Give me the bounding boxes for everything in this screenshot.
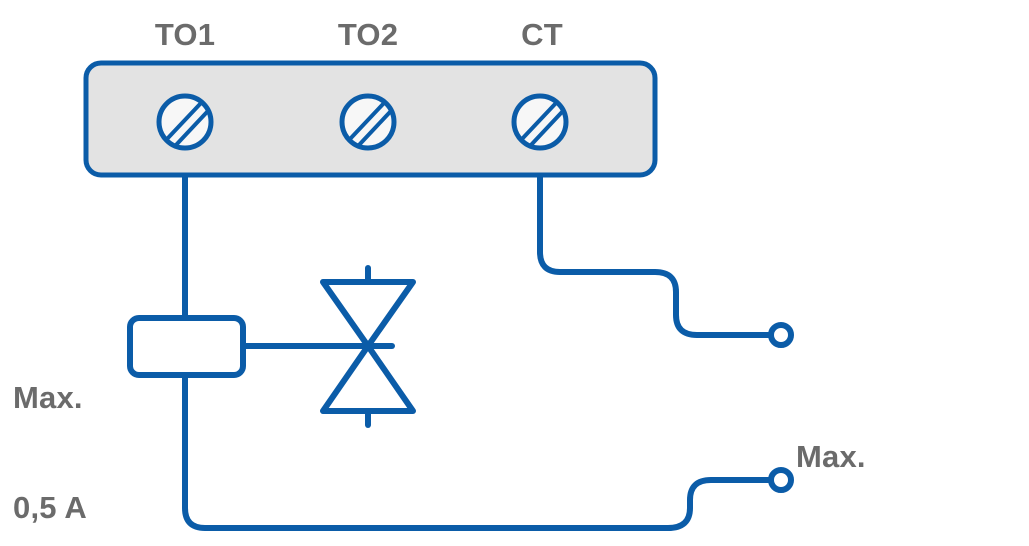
fuse-rating-line2: 0,5 A: [13, 489, 87, 525]
screw-terminal-ct[interactable]: [511, 93, 569, 151]
fuse-rating-label: Max. 0,5 A: [13, 307, 87, 546]
fuse-rating-line1: Max.: [13, 380, 83, 416]
screw-terminal-to2-slot: [348, 101, 392, 147]
terminal-label-to1: TO1: [154, 17, 216, 52]
supply-terminal-live[interactable]: [768, 322, 794, 348]
screw-terminal-to2[interactable]: [339, 93, 397, 151]
valve-actuator-symbol: [320, 265, 416, 428]
supply-rating-label: Max. ~ 230 V AC: [796, 366, 958, 546]
fuse-body: [127, 315, 246, 378]
terminal-label-ct: CT: [521, 17, 563, 52]
valve-bottom-triangle: [320, 343, 416, 414]
screw-terminal-to1-slot: [165, 101, 209, 147]
supply-rating-line1: Max.: [796, 439, 866, 475]
screw-terminal-to1[interactable]: [156, 93, 214, 151]
terminal-label-to2: TO2: [337, 17, 399, 52]
wire-to1-to-neutral: [182, 165, 774, 531]
wire-ct-to-live: [537, 165, 774, 338]
valve-top-triangle: [320, 279, 416, 349]
screw-terminal-ct-slot: [520, 101, 564, 147]
wire-layer: [182, 165, 774, 531]
supply-terminal-neutral[interactable]: [768, 467, 794, 493]
screw-terminals: [156, 93, 569, 151]
